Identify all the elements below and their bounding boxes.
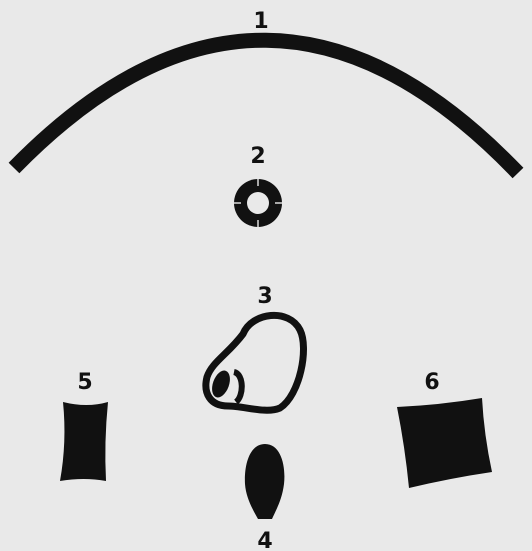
label-2: 2 xyxy=(250,144,265,169)
label-3: 3 xyxy=(257,284,272,309)
shape-4-ovoid xyxy=(245,444,285,519)
label-5: 5 xyxy=(77,370,92,395)
shape-2-ring xyxy=(233,178,283,228)
label-1: 1 xyxy=(253,9,268,34)
shape-1-arc xyxy=(14,40,518,173)
shape-5-slab xyxy=(60,402,108,481)
shape-6-block xyxy=(397,398,492,488)
label-6: 6 xyxy=(424,370,439,395)
label-4: 4 xyxy=(257,529,272,551)
shape-3-outline xyxy=(206,315,304,410)
